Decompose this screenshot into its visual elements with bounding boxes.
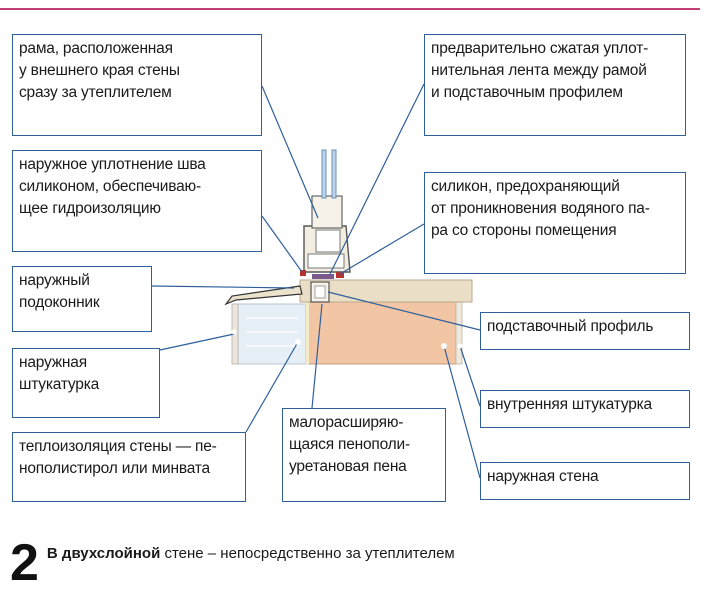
figure-number: 2 — [10, 534, 39, 592]
foam-gap — [306, 302, 309, 364]
insulation-block — [237, 303, 307, 365]
outer-wall-block — [307, 301, 457, 365]
callout-compressed-tape: предварительно сжатая уплот- нительная л… — [424, 34, 686, 136]
top-accent-rule — [0, 8, 700, 10]
callout-foam: малорасширяю- щаяся пенополи- уретановая… — [282, 408, 446, 502]
callout-support-profile: подставочный профиль — [480, 312, 690, 350]
callout-outer-wall: наружная стена — [480, 462, 690, 500]
outer-sill — [224, 285, 303, 306]
inner-plaster-strip — [455, 301, 463, 365]
callout-silicone-outer: наружное уплотнение шва силиконом, обесп… — [12, 150, 262, 252]
caption-text: В двухслойной стене – непосредственно за… — [47, 545, 455, 562]
leader-lines — [151, 83, 481, 479]
caption-bold: В двухслойной — [46, 545, 161, 562]
window-junction-diagram — [151, 83, 481, 479]
compressed-tape — [312, 274, 334, 279]
glazing — [321, 149, 327, 199]
callout-inner-plaster: внутренняя штукатурка — [480, 390, 690, 428]
callout-insulation: теплоизоляция стены — пе- нополистирол и… — [12, 432, 246, 502]
caption-rest: стене – непосредственно за утеплителем — [160, 545, 455, 562]
leader-endpoints — [231, 329, 463, 349]
callout-outer-sill: наружный подоконник — [12, 266, 152, 332]
callout-frame: рама, расположенная у внешнего края стен… — [12, 34, 262, 136]
silicone-seal-outer — [300, 270, 306, 276]
figure-caption: 2 В двухслойной стене – непосредственно … — [10, 532, 455, 592]
callout-outer-plaster: наружная штукатурка — [12, 348, 160, 418]
callout-silicone-inner: силикон, предохраняющий от проникновения… — [424, 172, 686, 274]
silicone-seal-inner — [336, 272, 344, 278]
